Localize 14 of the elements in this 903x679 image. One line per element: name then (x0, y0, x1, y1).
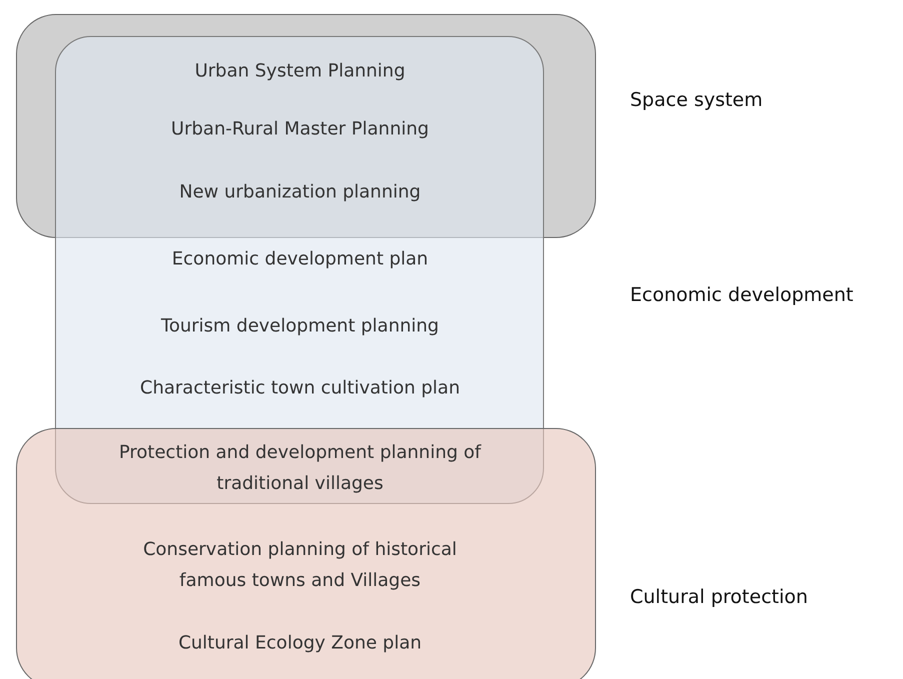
rounded-band (16, 428, 596, 679)
category-label: Economic development (630, 284, 854, 306)
plan-item-text: Protection and development planning of traditional villages (118, 441, 482, 496)
plan-item-text: Economic development plan (170, 248, 430, 272)
plan-item-text: Characteristic town cultivation plan (139, 376, 461, 400)
plan-item-text: Cultural Ecology Zone plan (177, 632, 423, 656)
plan-item-text: New urbanization planning (178, 180, 422, 204)
plan-item-text: Conservation planning of historical famous towns and Villages (142, 538, 458, 593)
plan-item-text: Tourism development planning (160, 314, 440, 338)
plan-item-text: Urban-Rural Master Planning (170, 118, 430, 142)
rounded-band (16, 14, 596, 238)
category-label: Cultural protection (630, 586, 808, 608)
category-label: Space system (630, 89, 763, 111)
plan-item-text: Urban System Planning (194, 60, 406, 84)
